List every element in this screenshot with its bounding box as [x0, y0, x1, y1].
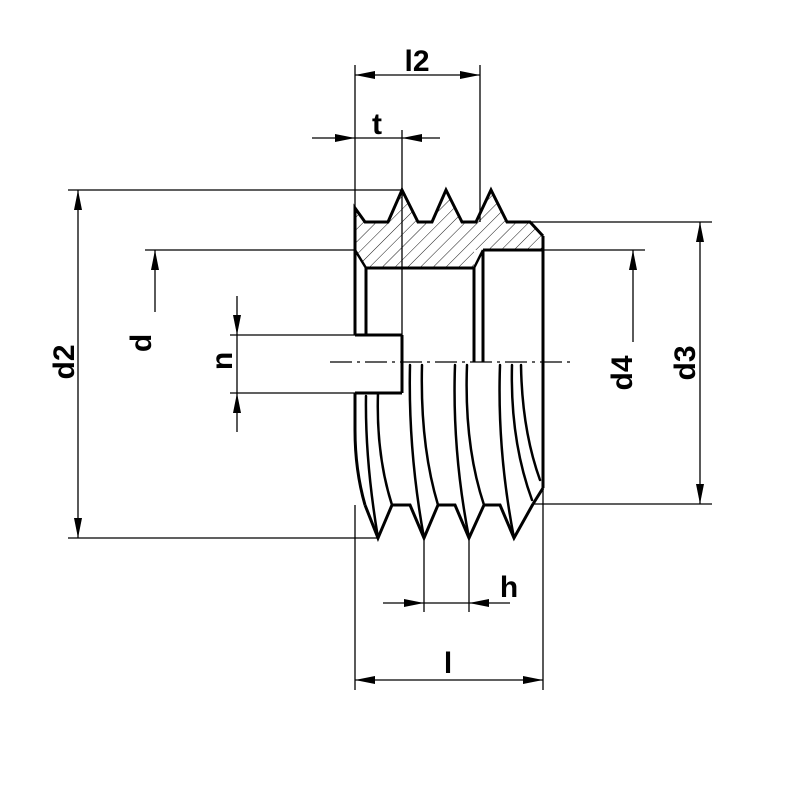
hatched-region	[355, 190, 543, 268]
label-h: h	[500, 571, 518, 604]
dimension-lines	[74, 71, 704, 684]
label-n: n	[206, 352, 239, 370]
dimension-labels: l2 t d2 d n d4 d3 h l	[48, 45, 702, 680]
lower-thread	[353, 363, 542, 542]
label-d4: d4	[606, 355, 639, 390]
label-d3: d3	[669, 345, 702, 380]
thread-profile-top	[353, 186, 545, 250]
label-d2: d2	[48, 344, 81, 379]
label-d: d	[125, 334, 158, 352]
extension-lines	[68, 65, 712, 690]
label-l: l	[444, 647, 452, 680]
thread-profile-bottom	[363, 503, 535, 542]
label-l2: l2	[404, 45, 429, 78]
label-t: t	[372, 108, 382, 141]
body-outline	[353, 236, 545, 505]
upper-section	[353, 186, 545, 270]
